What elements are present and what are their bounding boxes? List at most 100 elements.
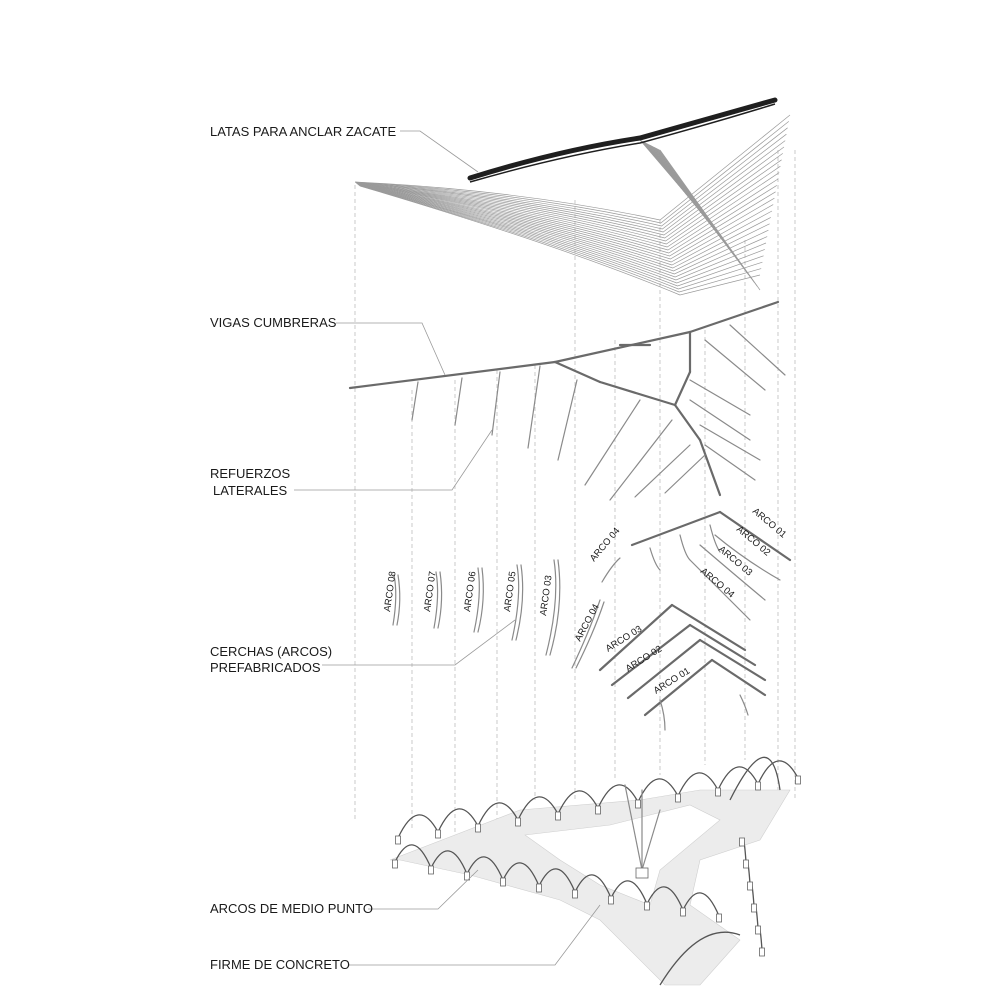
lath-member <box>355 140 786 233</box>
lath-member <box>359 185 764 287</box>
semicircular-arch <box>557 790 599 815</box>
column-base <box>759 947 765 957</box>
semicircular-arch <box>659 931 741 986</box>
label-vigas-cumbreras: VIGAS CUMBRERAS <box>210 315 337 330</box>
column-base <box>747 881 753 891</box>
lath-member <box>356 153 784 239</box>
semicircular-arch <box>466 856 504 881</box>
lath-member <box>357 183 777 254</box>
column-base <box>755 925 761 935</box>
semicircular-arch <box>729 756 781 801</box>
arc-label: ARCO 05 <box>502 571 519 613</box>
lath-member <box>358 184 767 281</box>
label-cerchas-line1: CERCHAS (ARCOS) <box>210 644 332 659</box>
lath-member <box>356 159 782 242</box>
column-base <box>635 799 641 809</box>
column-base <box>435 829 441 839</box>
lath-member <box>358 184 771 269</box>
semicircular-arch <box>397 814 439 839</box>
column-base <box>680 907 686 917</box>
arc-label: ARCO 07 <box>422 571 439 613</box>
label-cerchas-line2: PREFABRICADOS <box>210 660 321 675</box>
column-base <box>572 889 578 899</box>
column-base <box>644 901 650 911</box>
label-firme-concreto: FIRME DE CONCRETO <box>210 957 350 972</box>
label-refuerzos-line2: LATERALES <box>213 483 288 498</box>
column-base <box>595 805 601 815</box>
lath-member <box>356 178 779 251</box>
column-base <box>751 903 757 913</box>
semicircular-arch <box>757 760 799 785</box>
dark-ridge-lath <box>467 97 778 181</box>
lath-member <box>354 114 791 221</box>
column-base <box>716 913 722 923</box>
lath-member <box>358 184 769 275</box>
column-base <box>755 781 761 791</box>
semicircular-arch <box>574 874 612 899</box>
lath-member <box>359 185 765 284</box>
lath-member <box>355 133 787 230</box>
prefab-trusses <box>392 510 792 731</box>
ridge-beams <box>348 300 780 497</box>
arc-label: ARCO 02 <box>734 524 772 559</box>
semicircular-arch <box>502 862 540 887</box>
semicircular-arch <box>430 850 468 875</box>
semicircular-arch <box>394 844 432 869</box>
column-base <box>608 895 614 905</box>
lath-member <box>358 184 768 278</box>
lath-member <box>355 146 785 236</box>
leader-lines <box>294 130 601 966</box>
lath-member <box>357 183 776 257</box>
semicircular-arches <box>392 756 801 986</box>
semicircular-arch <box>437 808 479 833</box>
column-base <box>428 865 434 875</box>
lath-member <box>659 149 761 291</box>
lath-member <box>356 165 781 245</box>
label-refuerzos-line1: REFUERZOS <box>210 466 291 481</box>
semicircular-arch <box>646 886 684 911</box>
lath-member <box>356 172 780 248</box>
arc-label: ARCO 04 <box>588 526 623 564</box>
arc-labels: ARCO 08 ARCO 07 ARCO 06 ARCO 05 ARCO 03 … <box>382 506 788 697</box>
projection-lines <box>354 150 796 850</box>
semicircular-arch <box>610 880 648 905</box>
lath-member <box>357 183 774 263</box>
semicircular-arch <box>538 868 576 893</box>
arc-label: ARCO 03 <box>716 544 754 579</box>
lath-member <box>359 185 762 293</box>
semicircular-arch <box>517 796 559 821</box>
lath-member <box>357 184 773 266</box>
column-base <box>743 859 749 869</box>
lath-member <box>355 121 790 224</box>
lath-member <box>357 183 775 260</box>
central-mast <box>624 784 661 879</box>
label-arcos-medio-punto: ARCOS DE MEDIO PUNTO <box>210 901 373 916</box>
arc-label: ARCO 03 <box>604 624 644 655</box>
arc-label: ARCO 03 <box>538 575 555 617</box>
lath-member <box>358 184 770 272</box>
arc-label: ARCO 02 <box>624 644 664 675</box>
column-base <box>392 859 398 869</box>
arc-label: ARCO 06 <box>462 571 479 613</box>
lath-member <box>359 185 763 290</box>
column-base <box>739 837 745 847</box>
column-base <box>464 871 470 881</box>
semicircular-arch <box>682 892 720 917</box>
semicircular-arch <box>477 802 519 827</box>
column-base <box>500 877 506 887</box>
lath-member <box>359 185 761 296</box>
label-latas: LATAS PARA ANCLAR ZACATE <box>210 124 396 139</box>
semicircular-arch <box>717 766 759 791</box>
semicircular-arch <box>677 772 719 797</box>
column-base <box>395 835 401 845</box>
column-base <box>795 775 801 785</box>
lateral-reinforcements <box>411 324 786 501</box>
roof-laths <box>354 97 791 296</box>
column-base <box>515 817 521 827</box>
lath-member <box>355 127 788 227</box>
column-base <box>715 787 721 797</box>
concrete-slab <box>389 789 791 986</box>
semicircular-arch <box>597 784 639 809</box>
column-base <box>675 793 681 803</box>
